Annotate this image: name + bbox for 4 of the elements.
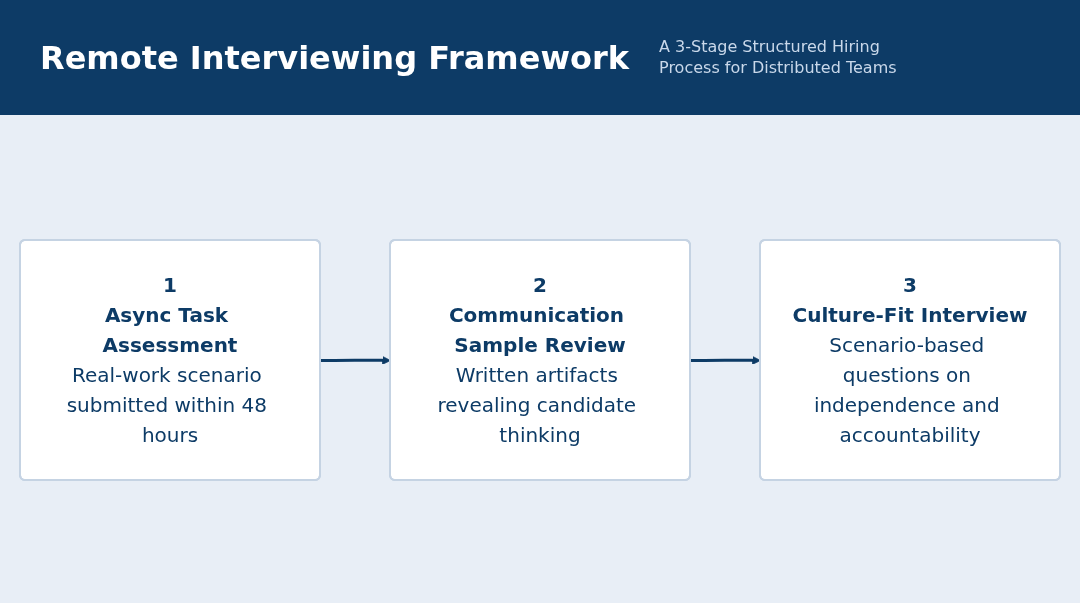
arrow: [690, 356, 761, 365]
arrow: [320, 356, 391, 365]
title: Remote Interviewing Framework: [40, 38, 629, 77]
subtitle: A 3-Stage Structured Hiring Process for Distributed Teams: [659, 36, 898, 79]
